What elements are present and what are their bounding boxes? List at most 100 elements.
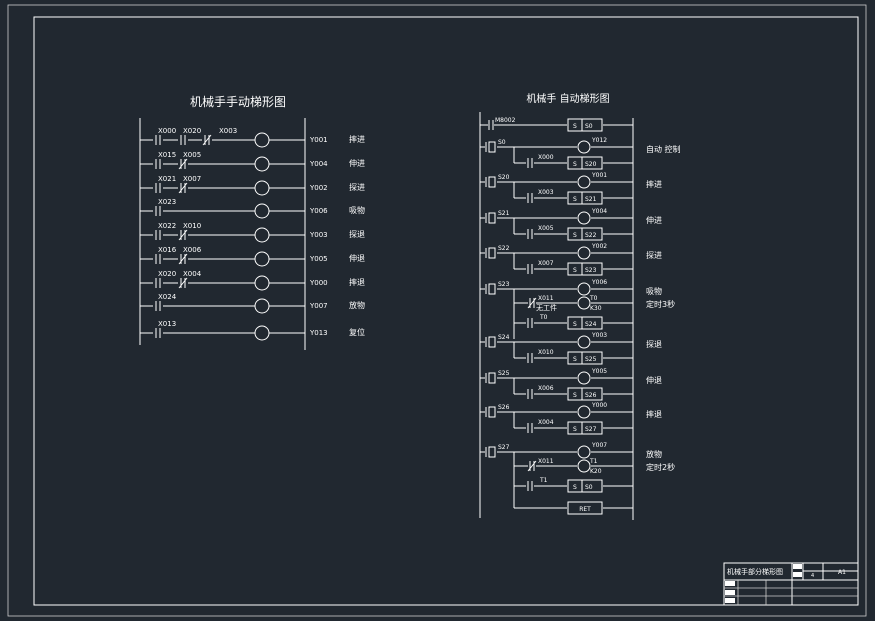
auto-set-s24-box xyxy=(567,316,603,330)
stl-gap xyxy=(485,283,497,295)
manual-contact-label: X015 xyxy=(158,151,176,159)
contact-gap xyxy=(153,182,163,194)
box-gap xyxy=(567,228,603,240)
coil-gap xyxy=(577,175,591,189)
box-gap xyxy=(567,502,603,514)
manual-contact-label: X016 xyxy=(158,246,177,254)
title-block: 机械手部分梯形图 4 A1 xyxy=(723,562,859,606)
auto-coil-y005 xyxy=(577,371,591,385)
coil-gap xyxy=(577,246,591,260)
auto-set-s21-instruction: S xyxy=(573,196,577,203)
auto-timer-coil xyxy=(577,459,591,473)
contact-gap xyxy=(488,119,494,131)
auto-ladder-title: 机械手 自动梯形图 xyxy=(526,92,609,105)
manual-contact-label: X000 xyxy=(158,127,176,135)
title-block-mark: 4 xyxy=(811,573,814,579)
auto-set-s25-box xyxy=(567,351,603,365)
manual-coil xyxy=(254,156,270,172)
auto-timer-desc: 定时3秒 xyxy=(646,299,675,309)
auto-step-desc: 放物 xyxy=(646,449,662,459)
box-gap xyxy=(567,480,603,492)
box-gap xyxy=(567,352,603,364)
auto-coil-label: Y004 xyxy=(591,208,607,215)
manual-contact-x006-nc-slash xyxy=(178,253,188,265)
box-gap xyxy=(567,263,603,275)
stl-gap xyxy=(485,406,497,418)
auto-init-set-target: S0 xyxy=(585,123,593,130)
manual-output-label: Y002 xyxy=(309,184,328,192)
auto-set-s24-instruction: S xyxy=(573,321,577,328)
coil-gap xyxy=(255,299,269,313)
manual-output-desc: 探退 xyxy=(349,229,365,239)
contact-gap xyxy=(153,277,163,289)
auto-coil-y012 xyxy=(577,140,591,154)
manual-coil xyxy=(254,180,270,196)
auto-stl-s23 xyxy=(488,283,496,295)
manual-coil xyxy=(254,203,270,219)
manual-contact-label: X023 xyxy=(158,198,176,206)
manual-contact-x007-nc-slash xyxy=(178,182,188,194)
auto-coil-y003 xyxy=(577,335,591,349)
auto-step-desc: 自动 控制 xyxy=(646,144,681,154)
auto-contact-timer-8-nc-slash xyxy=(527,460,537,472)
auto-coil-y000 xyxy=(577,405,591,419)
auto-stl-s24 xyxy=(488,336,496,348)
contact-gap xyxy=(526,157,534,169)
manual-output-desc: 伸进 xyxy=(349,158,365,168)
auto-set-s24-target: S24 xyxy=(585,321,597,328)
auto-set-s26-box xyxy=(567,387,603,401)
contact-gap xyxy=(153,205,163,217)
contact-gap xyxy=(153,229,163,241)
auto-trans-contact-label: X003 xyxy=(538,189,554,196)
manual-output-desc: 摔退 xyxy=(349,277,365,287)
auto-timer-label: T1 xyxy=(589,458,598,465)
auto-set-s27-box xyxy=(567,421,603,435)
auto-stl-s21 xyxy=(488,212,496,224)
manual-contact-label: X003 xyxy=(219,127,237,135)
auto-coil-label: Y007 xyxy=(591,442,607,449)
auto-trans-contact-label: X006 xyxy=(538,385,554,392)
stl-gap xyxy=(485,176,497,188)
auto-coil-label: Y005 xyxy=(591,368,607,375)
stl-gap xyxy=(485,336,497,348)
manual-contact-label: X010 xyxy=(183,222,201,230)
stl-gap xyxy=(485,247,497,259)
coil-gap xyxy=(577,140,591,154)
manual-output-label: Y001 xyxy=(309,136,328,144)
contact-gap xyxy=(526,317,534,329)
manual-output-label: Y013 xyxy=(309,329,328,337)
contact-gap xyxy=(178,134,188,146)
auto-step-label: S20 xyxy=(498,174,510,181)
coil-gap xyxy=(255,252,269,266)
auto-coil-y004 xyxy=(577,211,591,225)
coil-gap xyxy=(577,211,591,225)
manual-output-label: Y000 xyxy=(309,279,328,287)
auto-coil-y002 xyxy=(577,246,591,260)
auto-step-desc: 摔进 xyxy=(646,179,662,189)
contact-gap xyxy=(526,192,534,204)
auto-step-desc: 吸物 xyxy=(646,286,662,296)
auto-set-s23-box xyxy=(567,262,603,276)
auto-set-s20-box xyxy=(567,156,603,170)
auto-timer-label: T0 xyxy=(589,295,598,302)
auto-timer-note: 无工件 xyxy=(536,303,557,312)
auto-timer-contact-label: X011 xyxy=(538,295,554,302)
manual-coil xyxy=(254,325,270,341)
auto-set-s22-target: S22 xyxy=(585,232,597,239)
auto-set-s25-instruction: S xyxy=(573,356,577,363)
auto-trans-contact-label: T1 xyxy=(539,477,548,484)
auto-init-set-instruction: S xyxy=(573,123,577,130)
manual-ladder-title: 机械手手动梯形图 xyxy=(190,94,286,109)
manual-output-desc: 伸退 xyxy=(349,253,365,263)
auto-set-s27-target: S27 xyxy=(585,426,597,433)
auto-stl-s27 xyxy=(488,446,496,458)
manual-output-desc: 吸物 xyxy=(349,205,365,215)
auto-step-label: S25 xyxy=(498,370,510,377)
auto-trans-contact-label: X005 xyxy=(538,225,554,232)
manual-contact-label: X006 xyxy=(183,246,202,254)
stl-gap xyxy=(485,372,497,384)
manual-output-desc: 放物 xyxy=(349,300,365,310)
manual-contact-x004-nc-slash xyxy=(178,277,188,289)
contact-gap xyxy=(153,300,163,312)
